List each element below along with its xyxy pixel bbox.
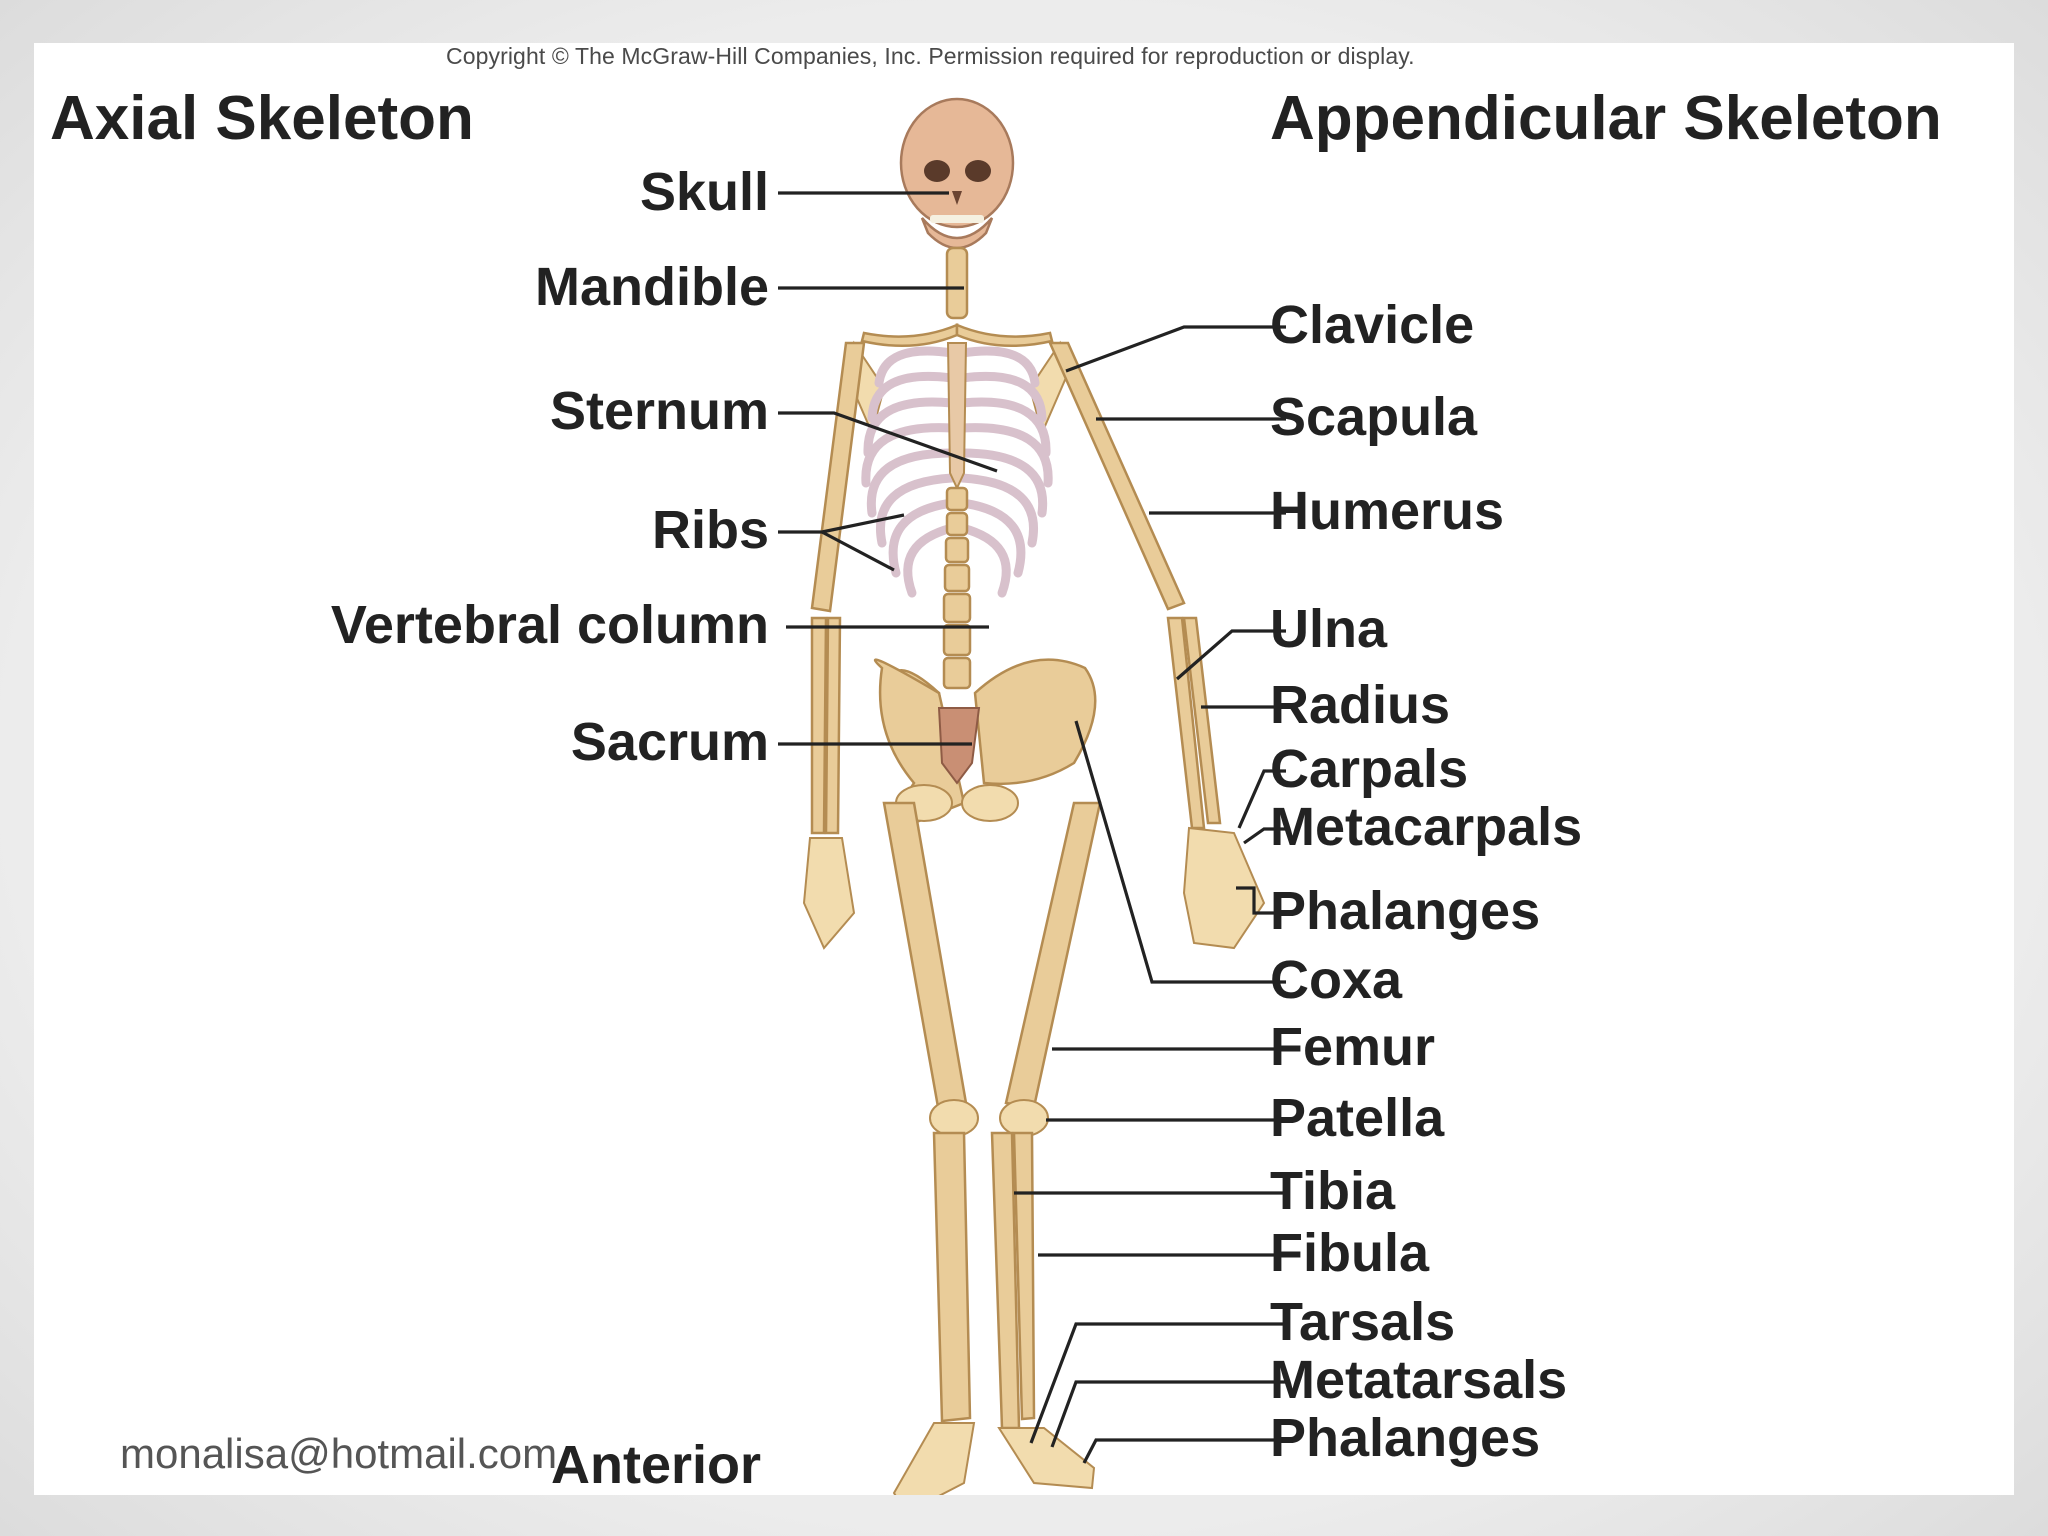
view-label-anterior: Anterior [551, 1435, 762, 1495]
label-clavicle: Clavicle [1270, 295, 1475, 355]
label-phalanges-hand: Phalanges [1270, 881, 1541, 941]
copyright-notice: Copyright © The McGraw-Hill Companies, I… [446, 43, 1415, 69]
leader-ribs-2 [821, 530, 895, 572]
slide: Copyright © The McGraw-Hill Companies, I… [34, 43, 2014, 1495]
leader-phalanges-hand [1236, 886, 1286, 915]
leader-coxa [1074, 720, 1286, 984]
leader-phalanges-foot [1082, 1438, 1286, 1464]
label-carpals: Carpals [1270, 739, 1469, 799]
label-coxa: Coxa [1270, 950, 1403, 1010]
label-tibia: Tibia [1270, 1161, 1396, 1221]
leader-carpals [1237, 769, 1286, 829]
ribcage-shape [861, 342, 1053, 598]
label-fibula: Fibula [1270, 1223, 1429, 1283]
label-humerus: Humerus [1270, 481, 1505, 541]
label-metacarpals: Metacarpals [1270, 797, 1583, 857]
femur-left [882, 801, 968, 1109]
label-femur: Femur [1270, 1017, 1436, 1077]
mandible-shape [920, 217, 994, 250]
leader-metatarsals [1050, 1380, 1286, 1448]
label-ulna: Ulna [1270, 599, 1388, 659]
axial-heading: Axial Skeleton [50, 84, 474, 153]
label-scapula: Scapula [1270, 387, 1478, 447]
leader-clavicle [1065, 325, 1286, 373]
leader-ulna [1175, 629, 1286, 681]
label-metatarsals: Metatarsals [1270, 1350, 1568, 1410]
skeleton-diagram [778, 97, 1286, 1495]
label-sacrum: Sacrum [570, 712, 769, 772]
axial-leaders [778, 191, 998, 746]
label-ribs: Ribs [651, 500, 769, 560]
label-tarsals: Tarsals [1270, 1292, 1456, 1352]
label-skull: Skull [639, 162, 769, 222]
label-phalanges-foot: Phalanges [1270, 1408, 1541, 1468]
leader-sternum [778, 411, 998, 473]
skeleton-illustration [802, 97, 1266, 1495]
label-sternum: Sternum [549, 381, 769, 441]
femur-right [1004, 801, 1102, 1109]
label-mandible: Mandible [534, 257, 769, 317]
label-radius: Radius [1270, 675, 1451, 735]
appendicular-heading: Appendicular Skeleton [1270, 84, 1942, 153]
label-patella: Patella [1270, 1088, 1445, 1148]
footer-email: monalisa@hotmail.com [120, 1430, 558, 1477]
label-vertebral-column: Vertebral column [330, 595, 769, 655]
skull-shape [899, 97, 1015, 229]
appendicular-leaders [1014, 325, 1286, 1464]
leader-tarsals [1029, 1322, 1286, 1444]
leader-metacarpals [1243, 827, 1286, 845]
